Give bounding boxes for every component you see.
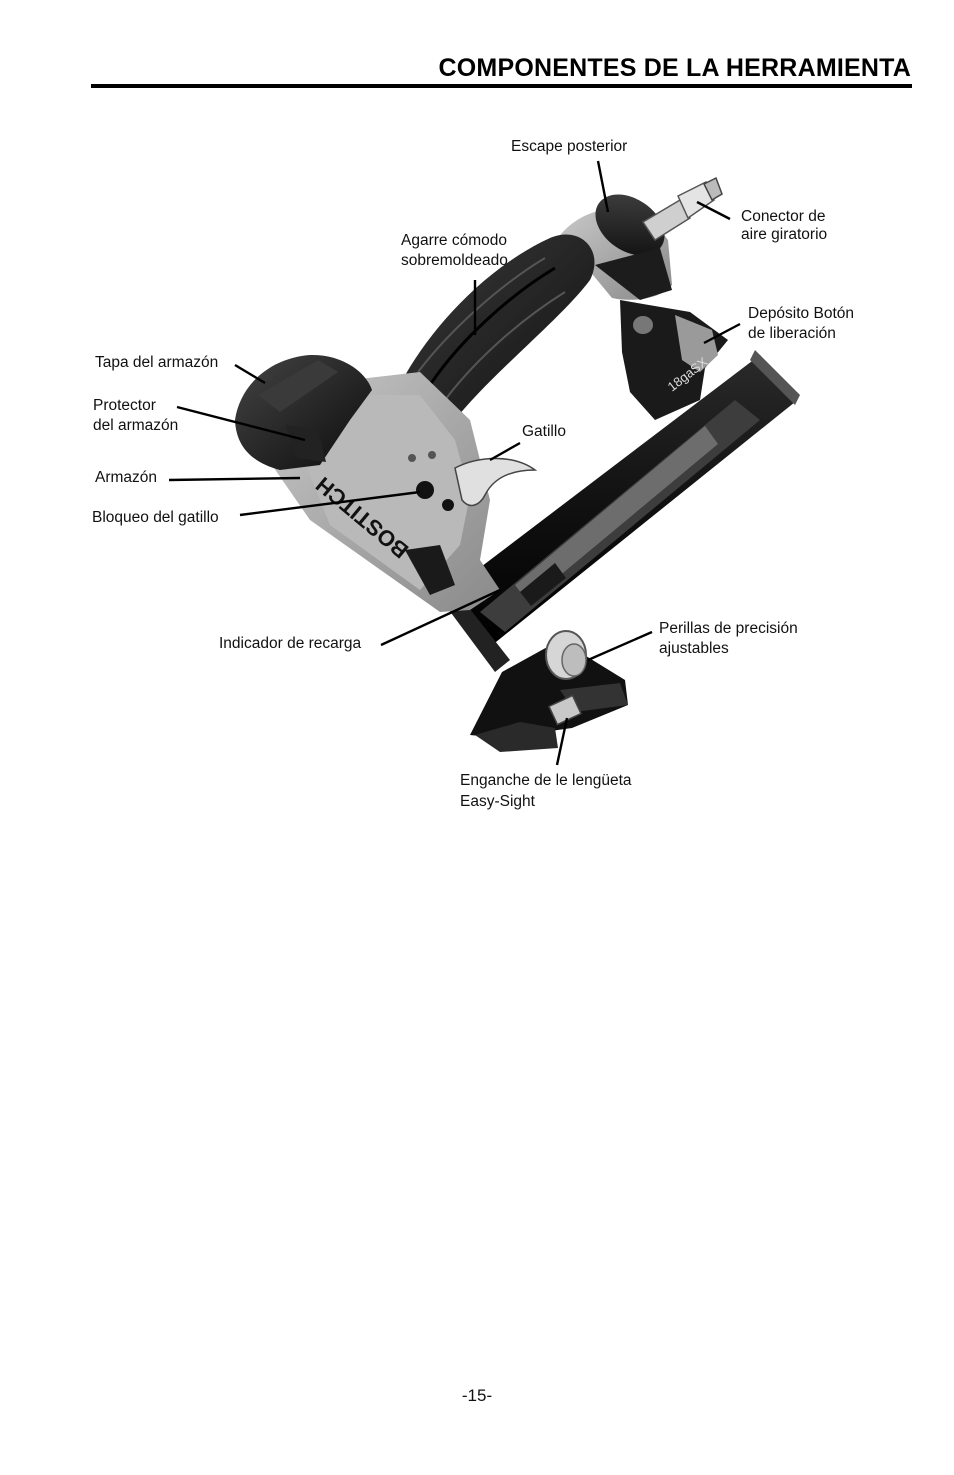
leader-perillas: [587, 630, 653, 662]
label-bloqueo: Bloqueo del gatillo: [92, 509, 219, 526]
label-protector: Protector del armazón: [93, 397, 179, 434]
label-deposito: Depósito Botón de liberación: [748, 305, 854, 342]
leader-armazon: [168, 476, 301, 482]
leader-gatillo: [489, 441, 521, 462]
title-rule: [91, 84, 912, 88]
leader-enganche: [555, 717, 569, 766]
label-gatillo: Gatillo: [522, 423, 566, 440]
label-enganche: Enganche de le lengüeta Easy-Sight: [460, 772, 632, 810]
page-title: COMPONENTES DE LA HERRAMIENTA: [438, 54, 911, 82]
page-number: -15-: [461, 1386, 493, 1405]
leader-indicador: [380, 588, 501, 647]
rear-support: [620, 300, 728, 420]
air-connector: [641, 176, 723, 242]
label-armazon: Armazón: [95, 469, 158, 486]
leader-bloqueo: [239, 490, 421, 517]
precision-knobs: [545, 630, 587, 726]
foot-base: [470, 640, 628, 752]
tool-head: [560, 194, 672, 300]
label-tapa: Tapa del armazón: [95, 354, 219, 371]
label-escape-posterior: Escape posterior: [511, 138, 628, 155]
trigger: [454, 457, 538, 507]
leader-deposito: [703, 322, 741, 345]
leader-tapa: [234, 363, 266, 385]
leader-conector: [696, 200, 731, 221]
label-perillas: Perillas de precisión ajustables: [659, 620, 798, 657]
grip: [395, 234, 595, 431]
callout-lines: [168, 160, 741, 766]
leader-protector: [176, 405, 306, 442]
label-agarre: Agarre cómodo sobremoldeado: [401, 232, 508, 269]
label-indicador: Indicador de recarga: [219, 635, 362, 652]
label-conector-aire: Conector de aire giratorio: [741, 208, 828, 243]
frame-cap: [235, 354, 372, 470]
leader-escape-posterior: [596, 160, 610, 213]
